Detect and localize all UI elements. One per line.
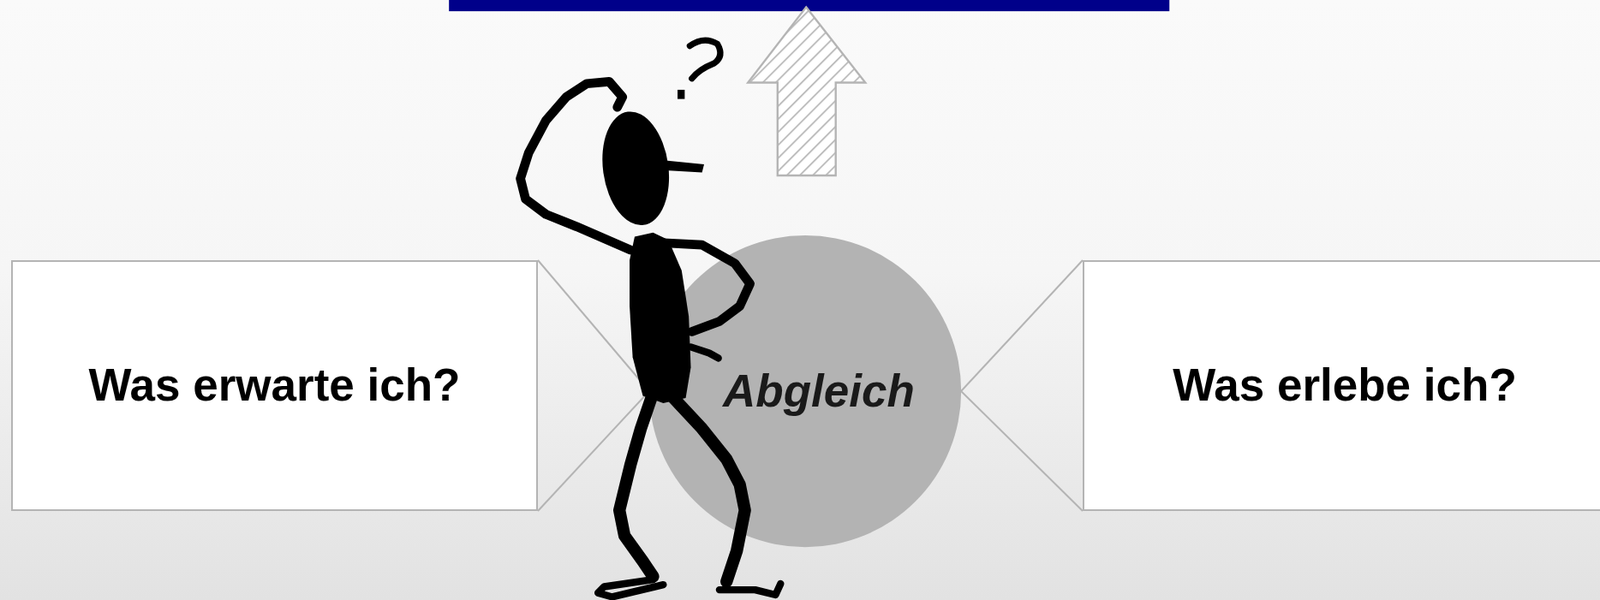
node-label: Was erwarte ich? xyxy=(89,359,461,412)
funnel-connector xyxy=(961,260,1083,512)
comparison-circle: Abgleich xyxy=(649,235,962,548)
circle-fill xyxy=(649,235,962,548)
thinking-figure xyxy=(520,40,782,598)
expectation-box: Was erwarte ich? xyxy=(11,260,538,512)
node-label: Was erlebe ich? xyxy=(1172,359,1517,412)
node-label: Abgleich xyxy=(722,365,915,418)
hatched-arrow xyxy=(747,6,866,176)
experience-box: Was erlebe ich? xyxy=(1082,260,1600,512)
